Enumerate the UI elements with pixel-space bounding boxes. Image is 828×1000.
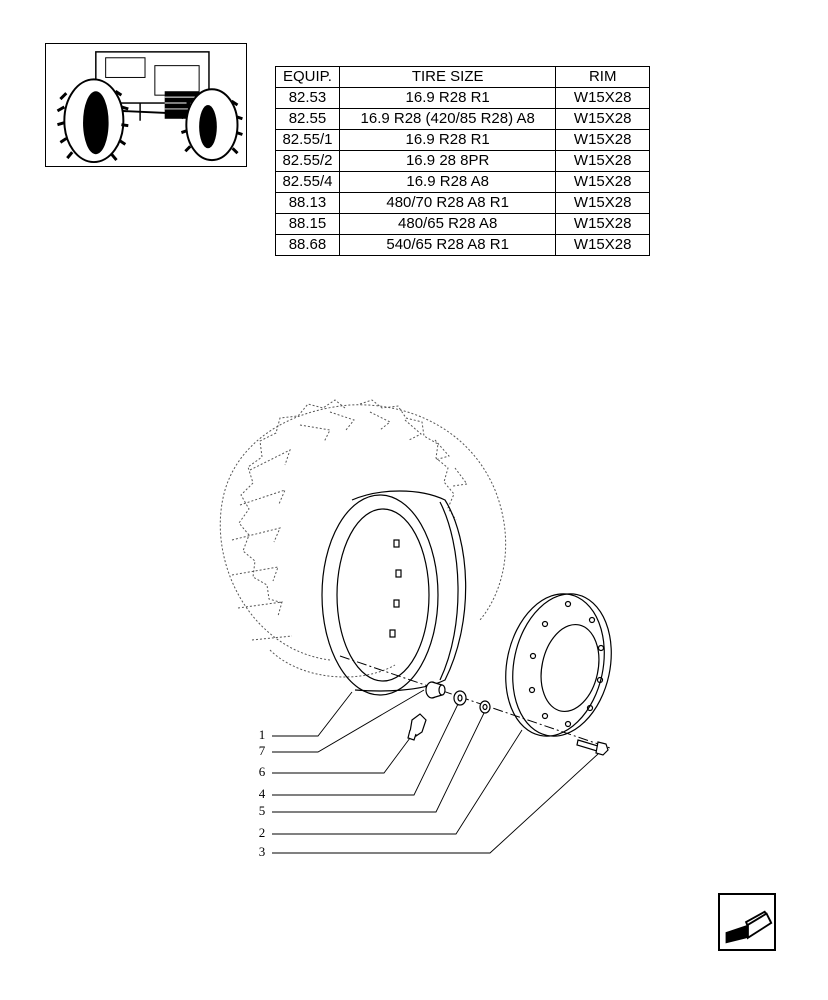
rim-cell: W15X28	[555, 234, 650, 256]
equip-cell: 88.15	[275, 213, 340, 235]
header-rim: RIM	[555, 66, 650, 88]
table-row: 82.55/4 16.9 R28 A8 W15X28	[275, 171, 650, 193]
equip-cell: 88.68	[275, 234, 340, 256]
callout-2: 2	[258, 825, 266, 840]
washer-part	[453, 690, 467, 706]
rim-part	[321, 490, 467, 696]
table-row: 88.15 480/65 R28 A8 W15X28	[275, 213, 650, 235]
valve-part	[407, 713, 427, 741]
tire-size-cell: 480/70 R28 A8 R1	[338, 192, 557, 214]
callout-6: 6	[258, 764, 266, 779]
equip-cell: 82.55/1	[275, 129, 340, 151]
nut-part	[479, 700, 491, 714]
table-row: 82.53 16.9 R28 R1 W15X28	[275, 87, 650, 109]
rim-cell: W15X28	[555, 192, 650, 214]
arrow-down-left-icon	[725, 910, 773, 944]
previous-page-button[interactable]	[718, 893, 776, 951]
bolt-part	[576, 739, 609, 756]
rim-cell: W15X28	[555, 171, 650, 193]
wheel-disc-part	[505, 593, 612, 737]
tire-size-cell: 16.9 R28 R1	[338, 87, 557, 109]
tire-size-table: EQUIP. TIRE SIZE RIM 82.53 16.9 R28 R1 W…	[275, 66, 650, 256]
table-row: 88.68 540/65 R28 A8 R1 W15X28	[275, 234, 650, 256]
spacer-part	[425, 681, 446, 699]
tractor-rear-illustration	[56, 51, 243, 164]
table-header-row: EQUIP. TIRE SIZE RIM	[275, 66, 650, 88]
callout-5: 5	[258, 803, 266, 818]
table-row: 88.13 480/70 R28 A8 R1 W15X28	[275, 192, 650, 214]
tractor-thumbnail	[45, 43, 247, 167]
callout-1: 1	[258, 727, 266, 742]
callout-7: 7	[258, 743, 266, 758]
rim-cell: W15X28	[555, 213, 650, 235]
equip-cell: 88.13	[275, 192, 340, 214]
callout-4: 4	[258, 786, 266, 801]
tire-phantom-outline	[219, 399, 507, 678]
leader-lines	[272, 689, 599, 854]
table-row: 82.55/2 16.9 28 8PR W15X28	[275, 150, 650, 172]
rim-cell: W15X28	[555, 108, 650, 130]
assembly-axis-line	[339, 655, 611, 749]
callout-3: 3	[258, 844, 266, 859]
tire-size-cell: 16.9 R28 R1	[338, 129, 557, 151]
tire-size-cell: 540/65 R28 A8 R1	[338, 234, 557, 256]
